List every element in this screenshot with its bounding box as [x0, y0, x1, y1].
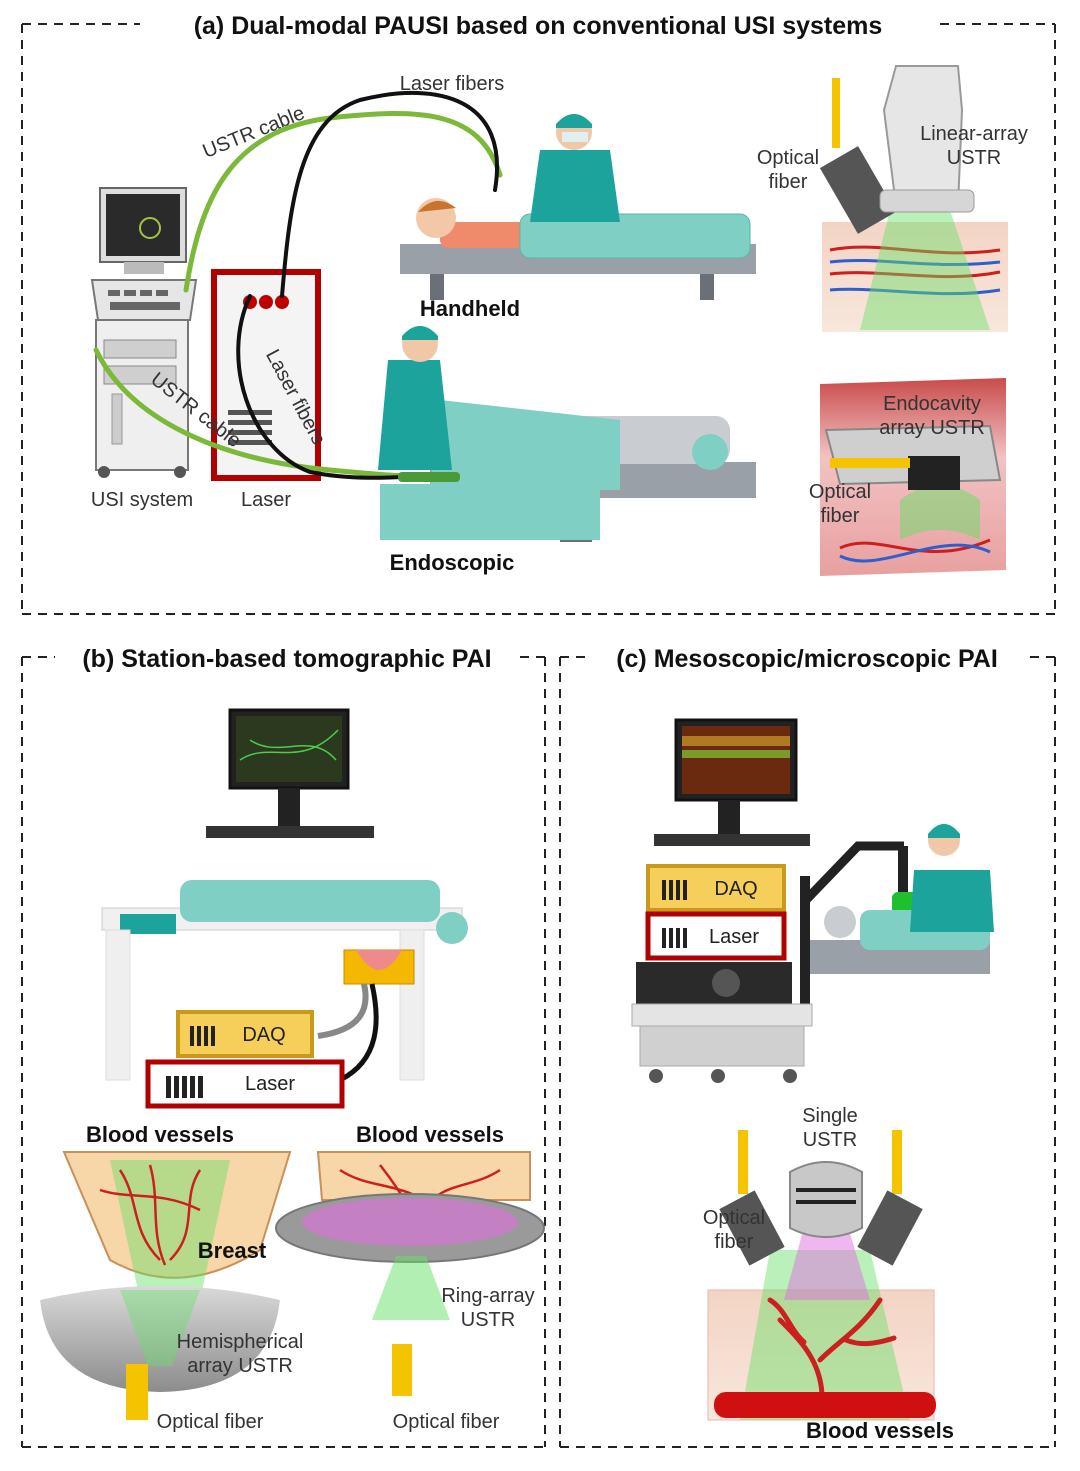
hemispherical-array-illustration [40, 1151, 292, 1420]
panel-a-title: (a) Dual-modal PAUSI based on convention… [194, 12, 883, 40]
panel-b-blood-vessels-right: Blood vessels [356, 1122, 504, 1147]
panel-c-optical-line1: Optical [703, 1207, 765, 1229]
panel-b-border [21, 656, 546, 1448]
single-ustr-line2: USTR [803, 1129, 857, 1151]
single-ustr-line1: Single [802, 1105, 858, 1127]
linear-array-line1: Linear-array [920, 123, 1028, 145]
panel-c-title: (c) Mesoscopic/microscopic PAI [616, 645, 998, 673]
handheld-scene-illustration [400, 114, 756, 300]
laser-fiber-bottom [236, 294, 422, 480]
endocavity-line1: Endocavity [883, 393, 981, 415]
panel-b-breast-label: Breast [198, 1238, 267, 1263]
endocavity-line2: array USTR [879, 417, 985, 439]
panel-b-optical-fiber-left: Optical fiber [157, 1411, 264, 1433]
ring-array-line2: USTR [461, 1309, 515, 1331]
panel-c-daq-label: DAQ [714, 878, 757, 900]
panel-b-optical-fiber-right: Optical fiber [393, 1411, 500, 1433]
panel-c-optical-line2: fiber [715, 1231, 754, 1253]
ustr-cable-top-label: USTR cable [200, 102, 308, 163]
laser-fiber-top [280, 90, 499, 298]
panel-b-laser-box [145, 1059, 345, 1109]
panel-c-cart [631, 962, 813, 1083]
panel-c-daq-box [646, 864, 786, 912]
optical-fiber-2-line1: Optical [809, 481, 871, 503]
panel-b-laser-label: Laser [245, 1073, 295, 1095]
panel-b-daq-box [176, 1010, 314, 1058]
panel-b-blood-vessels-left: Blood vessels [86, 1122, 234, 1147]
ring-array-illustration [275, 1151, 545, 1396]
handheld-label: Handheld [420, 296, 520, 321]
optical-fiber-2-line2: fiber [821, 505, 860, 527]
panel-c-laser-label: Laser [709, 926, 759, 948]
linear-array-line2: USTR [947, 147, 1001, 169]
panel-c-laser-box [645, 911, 787, 961]
optical-fiber-1-line2: fiber [769, 171, 808, 193]
ring-array-line1: Ring-array [441, 1285, 534, 1307]
hemispherical-line2: array USTR [187, 1355, 293, 1377]
panel-b-monitor [206, 708, 374, 838]
ustr-cable-bottom [93, 347, 419, 479]
linear-array-inset [819, 65, 1008, 332]
endoscopic-label: Endoscopic [390, 550, 515, 575]
usi-system-label: USI system [91, 489, 193, 511]
panel-b-daq-label: DAQ [242, 1024, 285, 1046]
panel-c-blood-vessels: Blood vessels [806, 1418, 954, 1443]
endocavity-inset [820, 378, 1006, 576]
panel-c-patient [810, 824, 994, 974]
usi-system-illustration [90, 187, 198, 478]
laser-box-illustration [211, 269, 321, 481]
laser-fibers-top-label: Laser fibers [400, 73, 505, 95]
endoscopic-scene-illustration [378, 326, 756, 542]
panel-c-border [559, 656, 1056, 1448]
single-ustr-illustration [707, 1130, 936, 1421]
hemispherical-line1: Hemispherical [177, 1331, 304, 1353]
laser-label: Laser [241, 489, 291, 511]
optical-fiber-1-line1: Optical [757, 147, 819, 169]
panel-b-table [101, 880, 468, 1083]
panel-b-title: (b) Station-based tomographic PAI [82, 645, 491, 673]
panel-c-monitor [654, 718, 810, 846]
panel-a-border [21, 23, 1056, 615]
